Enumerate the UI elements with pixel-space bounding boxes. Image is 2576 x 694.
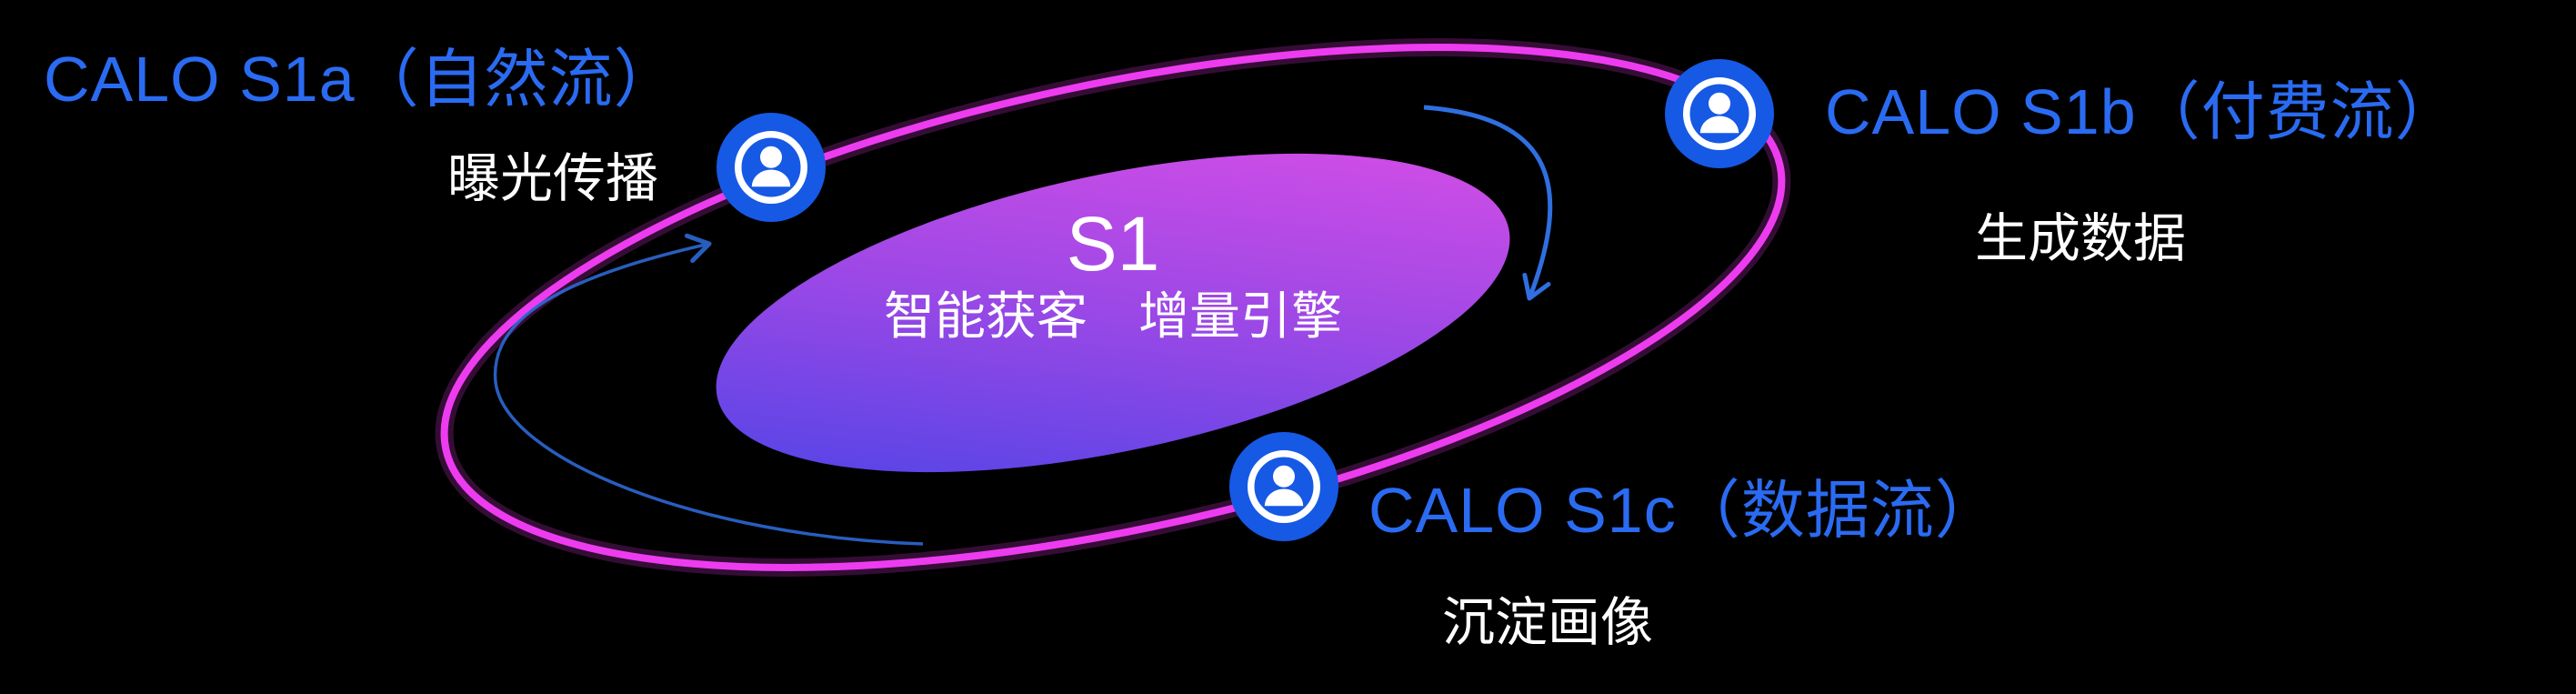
node-s1a-label: CALO S1a（自然流） <box>44 44 678 115</box>
node-s1c-icon <box>1229 432 1338 541</box>
node-s1c-sublabel: 沉淀画像 <box>1442 593 1654 652</box>
user-icon <box>1665 59 1774 168</box>
node-s1b-label: CALO S1b（付费流） <box>1825 76 2460 147</box>
node-s1a-sublabel: 曝光传播 <box>447 149 659 208</box>
flow-arrow-right <box>1423 105 1553 301</box>
node-s1b-sublabel: 生成数据 <box>1975 209 2187 268</box>
user-icon <box>1229 432 1338 541</box>
node-s1b-icon <box>1665 59 1774 168</box>
center-subtitle: 智能获客 增量引擎 <box>884 287 1342 345</box>
flow-arrow-left <box>493 233 924 546</box>
node-s1c-label: CALO S1c（数据流） <box>1368 475 2000 546</box>
orbit-ring <box>440 44 1786 571</box>
node-s1a-icon <box>717 113 826 222</box>
center-ellipse <box>716 153 1510 473</box>
user-icon <box>717 113 826 222</box>
center-title: S1 <box>1066 201 1160 287</box>
